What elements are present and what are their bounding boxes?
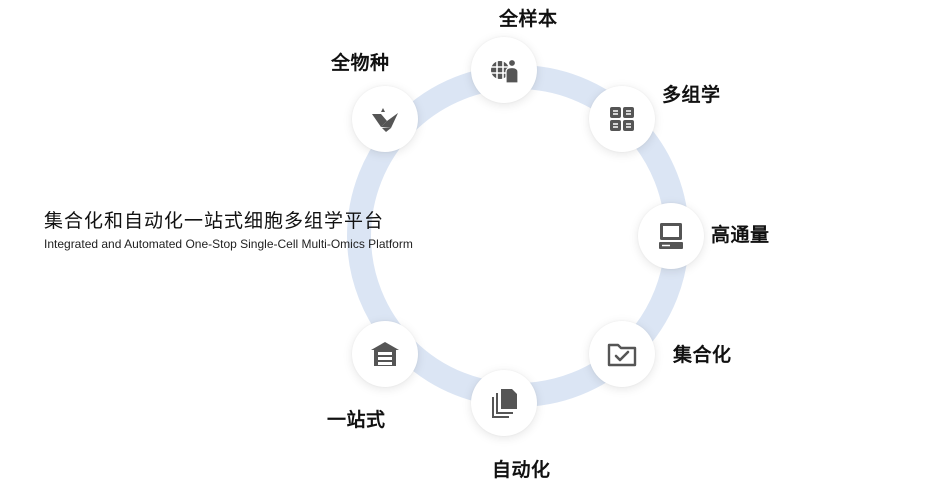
globe-person-icon [491,58,519,84]
label-automated: 自动化 [492,459,551,481]
computer-icon [659,223,683,249]
platform-title: 集合化和自动化一站式细胞多组学平台 [44,210,385,232]
node-automated [471,370,537,436]
node-multi-omics [589,86,655,152]
node-one-stop [352,321,418,387]
node-all-species [352,86,418,152]
grid-document-icon [610,107,634,131]
folder-check-icon [607,343,637,367]
label-integrated: 集合化 [673,344,732,366]
node-integrated [589,321,655,387]
origami-bird-icon [372,108,398,132]
node-all-samples [471,37,537,103]
warehouse-icon [371,342,399,366]
node-high-throughput [638,203,704,269]
label-all-species: 全物种 [331,52,390,74]
label-multi-omics: 多组学 [662,84,721,106]
label-high-throughput: 高通量 [711,224,770,246]
label-one-stop: 一站式 [327,409,386,431]
platform-subtitle: Integrated and Automated One-Stop Single… [44,237,413,251]
documents-stack-icon [492,389,517,418]
label-all-samples: 全样本 [499,8,558,30]
